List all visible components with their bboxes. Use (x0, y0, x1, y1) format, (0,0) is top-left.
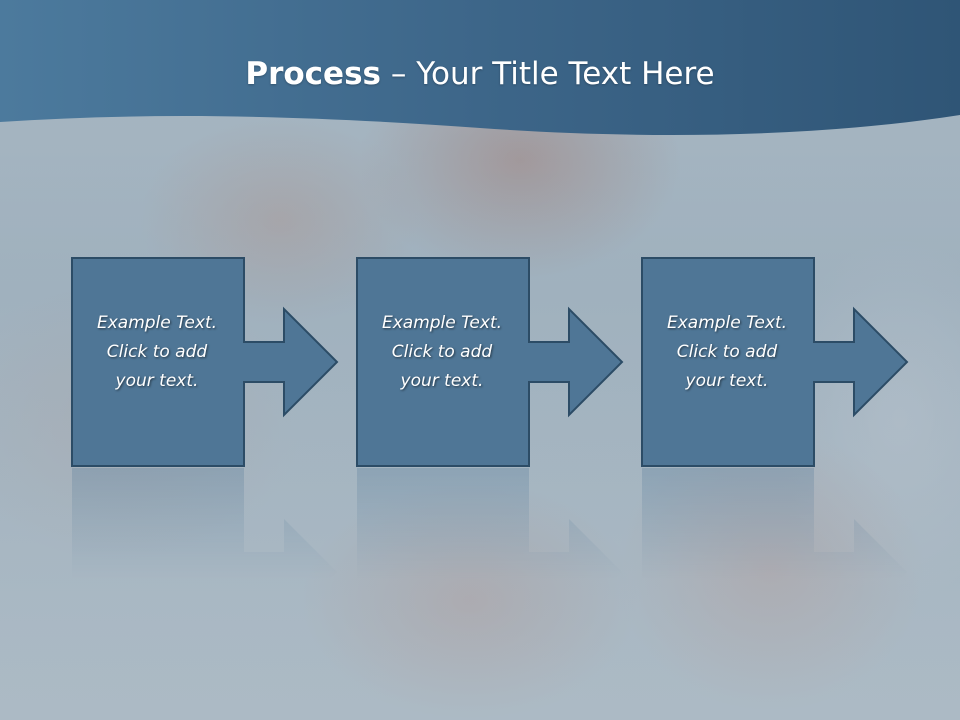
step-text-line: your text. (685, 371, 769, 391)
step-text-line: Click to add (106, 342, 208, 362)
step-text[interactable]: Example Text. Click to add your text. (356, 309, 528, 396)
step-reflection (641, 467, 909, 676)
step-arrow-shape (641, 257, 909, 467)
step-text-line: Example Text. (381, 313, 503, 333)
title-bold: Process (245, 56, 381, 92)
step-text-line: your text. (400, 371, 484, 391)
process-step-1[interactable]: Example Text. Click to add your text. (71, 257, 339, 676)
step-text[interactable]: Example Text. Click to add your text. (71, 309, 243, 396)
process-step-3[interactable]: Example Text. Click to add your text. (641, 257, 909, 676)
title-banner (0, 0, 960, 140)
step-text-line: Example Text. (666, 313, 788, 333)
step-text-line: Example Text. (96, 313, 218, 333)
step-text-line: your text. (115, 371, 199, 391)
step-text-line: Click to add (676, 342, 778, 362)
slide-title[interactable]: Process – Your Title Text Here (0, 52, 960, 96)
process-step-2[interactable]: Example Text. Click to add your text. (356, 257, 624, 676)
step-arrow-shape (71, 257, 339, 467)
step-text-line: Click to add (391, 342, 493, 362)
step-arrow-shape (356, 257, 624, 467)
step-text[interactable]: Example Text. Click to add your text. (641, 309, 813, 396)
step-reflection (71, 467, 339, 676)
title-rest: – Your Title Text Here (381, 56, 715, 92)
step-reflection (356, 467, 624, 676)
